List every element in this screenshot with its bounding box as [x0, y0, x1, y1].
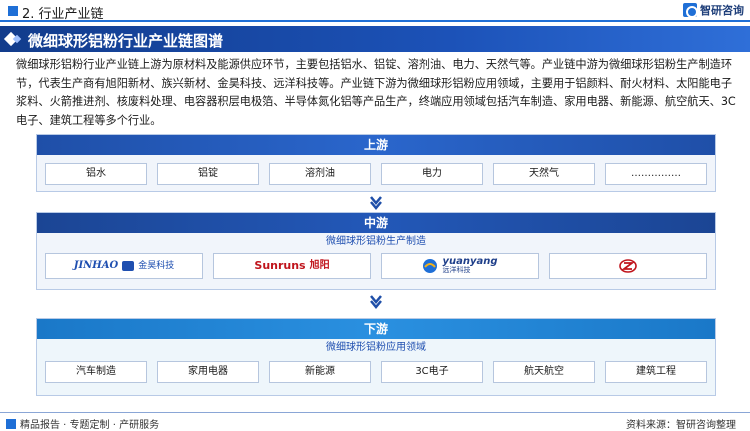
footer-divider: [0, 412, 750, 413]
brand-name: 智研咨询: [700, 4, 744, 17]
midstream-tier: 中游 微细球形铝粉生产制造 JINHAO 金昊科技 Sunruns 旭阳 yua…: [36, 212, 716, 290]
brand-logo-icon: [683, 3, 698, 18]
brand-logo: 智研咨询: [683, 2, 744, 18]
intro-paragraph: 微细球形铝粉行业产业链上游为原材料及能源供应环节，主要包括铝水、铝锭、溶剂油、电…: [16, 58, 736, 127]
logo-jinhao: JINHAO 金昊科技: [45, 253, 203, 279]
downstream-header: 下游: [37, 319, 715, 339]
upstream-item: 铝水: [45, 163, 147, 185]
downstream-subtitle: 微细球形铝粉应用领域: [326, 342, 426, 353]
upstream-item: 天然气: [493, 163, 595, 185]
footer-tagline: 精品报告 · 专题定制 · 产研服务: [20, 420, 160, 431]
footer-left: 精品报告 · 专题定制 · 产研服务: [6, 416, 159, 431]
upstream-header: 上游: [37, 135, 715, 155]
upstream-items: 铝水 铝锭 溶剂油 电力 天然气 ……………: [37, 155, 715, 191]
footer-marker-icon: [6, 418, 16, 429]
downstream-item: 航天航空: [493, 361, 595, 383]
logo-zuxing: [549, 253, 707, 279]
flow-arrow-icon: [370, 295, 382, 309]
page-title: 微细球形铝粉行业产业链图谱: [28, 32, 224, 50]
section-marker-icon: [8, 6, 18, 16]
logo-yuanyang-words: yuanyang 远洋科技: [442, 257, 497, 275]
downstream-item: 汽车制造: [45, 361, 147, 383]
yuanyang-mark-icon: [423, 259, 438, 273]
logo-jinhao-cn: 金昊科技: [138, 261, 175, 271]
logo-yuanyang-cn: 远洋科技: [442, 266, 471, 274]
logo-sunruns-cn: 旭阳: [309, 260, 330, 271]
upstream-item: 铝锭: [157, 163, 259, 185]
downstream-item: 3C电子: [381, 361, 483, 383]
logo-yuanyang: yuanyang 远洋科技: [381, 253, 539, 279]
top-divider: [0, 20, 750, 22]
downstream-items: 汽车制造 家用电器 新能源 3C电子 航天航空 建筑工程: [37, 357, 715, 389]
midstream-logos: JINHAO 金昊科技 Sunruns 旭阳 yuanyang 远洋科技: [37, 251, 715, 285]
midstream-subtitle: 微细球形铝粉生产制造: [326, 236, 426, 247]
section-title: 2. 行业产业链: [22, 7, 104, 22]
logo-jinhao-text: JINHAO: [73, 260, 119, 271]
upstream-item: ……………: [605, 163, 707, 185]
upstream-item: 电力: [381, 163, 483, 185]
logo-sunruns: Sunruns 旭阳: [213, 253, 371, 279]
downstream-item: 新能源: [269, 361, 371, 383]
flow-arrow-icon: [370, 196, 382, 210]
midstream-header: 中游: [37, 213, 715, 233]
downstream-item: 建筑工程: [605, 361, 707, 383]
title-banner: 微细球形铝粉行业产业链图谱: [0, 26, 750, 52]
upstream-item: 溶剂油: [269, 163, 371, 185]
upstream-tier: 上游 铝水 铝锭 溶剂油 电力 天然气 ……………: [36, 134, 716, 192]
downstream-item: 家用电器: [157, 361, 259, 383]
logo-sunruns-text: Sunruns: [254, 259, 306, 272]
top-bar: 2. 行业产业链 智研咨询: [0, 0, 750, 22]
downstream-tier: 下游 微细球形铝粉应用领域 汽车制造 家用电器 新能源 3C电子 航天航空 建筑…: [36, 318, 716, 396]
jinhao-mark-icon: [122, 261, 135, 271]
source-note: 资料来源：智研咨询整理: [626, 420, 736, 431]
footer: 精品报告 · 专题定制 · 产研服务 资料来源：智研咨询整理: [0, 412, 750, 431]
logo-yuanyang-text: yuanyang: [442, 256, 498, 267]
zuxing-mark-icon: [619, 259, 637, 273]
